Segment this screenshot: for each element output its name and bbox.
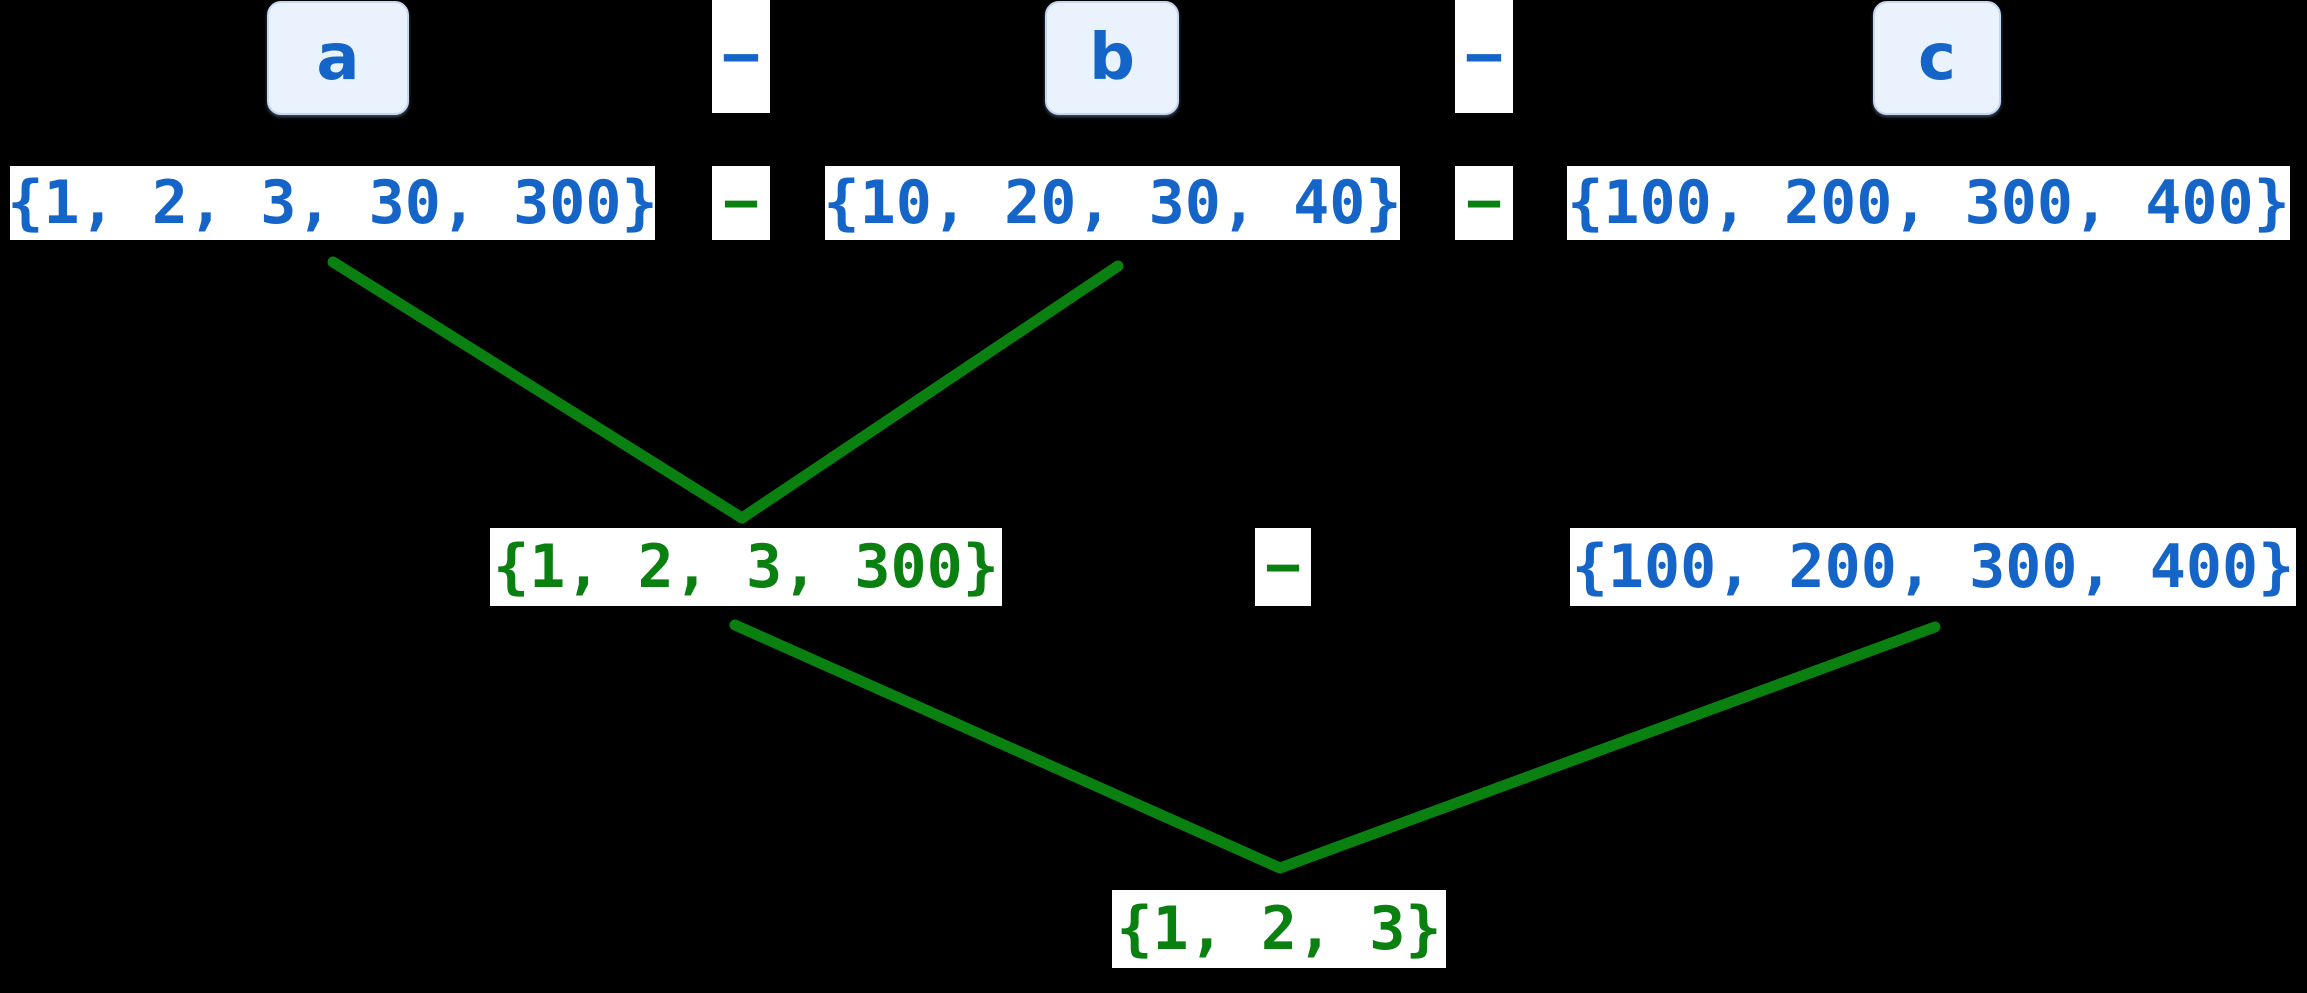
edge-c-to-abc [1274,621,1941,874]
set-literal-c-carried: {100, 200, 300, 400} [1570,528,2296,606]
operator-minus-label-2: − [1455,0,1513,113]
result-a-minus-b-minus-c: {1, 2, 3} [1112,890,1446,968]
variable-badge-a[interactable]: a [267,1,409,115]
set-literal-c: {100, 200, 300, 400} [1567,166,2290,240]
variable-badge-c[interactable]: c [1873,1,2001,115]
operator-minus-expr-2: − [1455,166,1513,240]
edge-ab-to-abc [729,619,1286,874]
set-literal-a: {1, 2, 3, 30, 300} [7,166,658,240]
variable-badge-b[interactable]: b [1045,1,1179,115]
operator-minus-label-1: − [712,0,770,113]
edge-a-to-ab [327,256,748,524]
edge-b-to-ab [736,260,1124,524]
operator-minus-mid: − [1255,528,1311,606]
set-literal-b: {10, 20, 30, 40} [823,166,1402,240]
result-a-minus-b: {1, 2, 3, 300} [490,528,1002,606]
operator-minus-expr-1: − [712,166,770,240]
